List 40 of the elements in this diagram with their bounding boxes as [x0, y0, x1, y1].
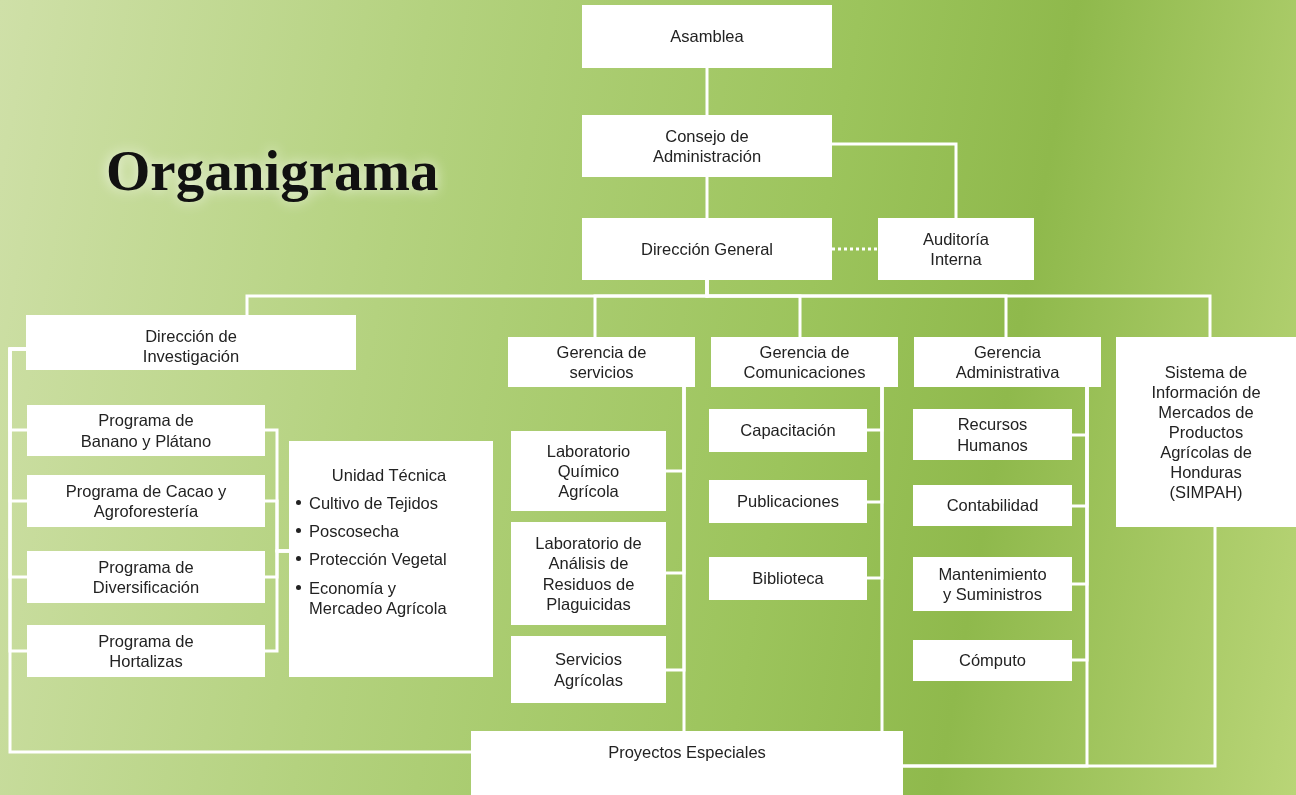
org-box: Consejo de Administración [582, 115, 832, 177]
list-item: Cultivo de Tejidos [309, 493, 467, 514]
org-box: Auditoría Interna [878, 218, 1034, 280]
list-item: Economía y Mercadeo Agrícola [309, 577, 467, 618]
org-box: Gerencia de servicios [508, 337, 695, 387]
connector-line [705, 177, 709, 218]
org-box: Gerencia de Comunicaciones [711, 337, 898, 387]
chart-title: Organigrama [106, 138, 439, 203]
org-box: Gerencia Administrativa [914, 337, 1101, 387]
list-item: Poscosecha [309, 521, 467, 542]
org-box: Dirección General [582, 218, 832, 280]
dotted-connector [832, 247, 878, 251]
org-box: Contabilidad [913, 485, 1072, 526]
org-box: Programa de Banano y Plátano [27, 405, 265, 456]
org-box: Cómputo [913, 640, 1072, 681]
org-box: Programa de Hortalizas [27, 625, 265, 677]
connector-line [682, 387, 686, 731]
org-box: Capacitación [709, 409, 867, 452]
connector-line [265, 549, 289, 653]
list-item: Protección Vegetal [309, 549, 467, 570]
org-box: Asamblea [582, 5, 832, 68]
org-box: Sistema de Información de Mercados de Productos Agrícolas de Honduras (SIMPAH) [1116, 337, 1296, 527]
org-box: Mantenimiento y Suministros [913, 557, 1072, 611]
connector-line [832, 142, 958, 218]
org-box: Proyectos Especiales [471, 731, 903, 795]
connector-line [880, 387, 884, 731]
org-box: Programa de Cacao y Agroforestería [27, 475, 265, 527]
connector-line [705, 68, 709, 115]
org-box: Laboratorio de Análisis de Residuos de Plaguicidas [511, 522, 666, 625]
org-box: Laboratorio Químico Agrícola [511, 431, 666, 511]
org-box: Dirección de Investigación [26, 315, 356, 370]
connector-line [8, 347, 471, 754]
unit-box [289, 441, 493, 677]
connector-line [903, 527, 1217, 768]
unit-heading: Unidad Técnica [331, 465, 447, 486]
org-box: Biblioteca [709, 557, 867, 600]
org-box: Servicios Agrícolas [511, 636, 666, 703]
org-box: Programa de Diversificación [27, 551, 265, 603]
org-box: Publicaciones [709, 480, 867, 523]
org-box: Recursos Humanos [913, 409, 1072, 460]
